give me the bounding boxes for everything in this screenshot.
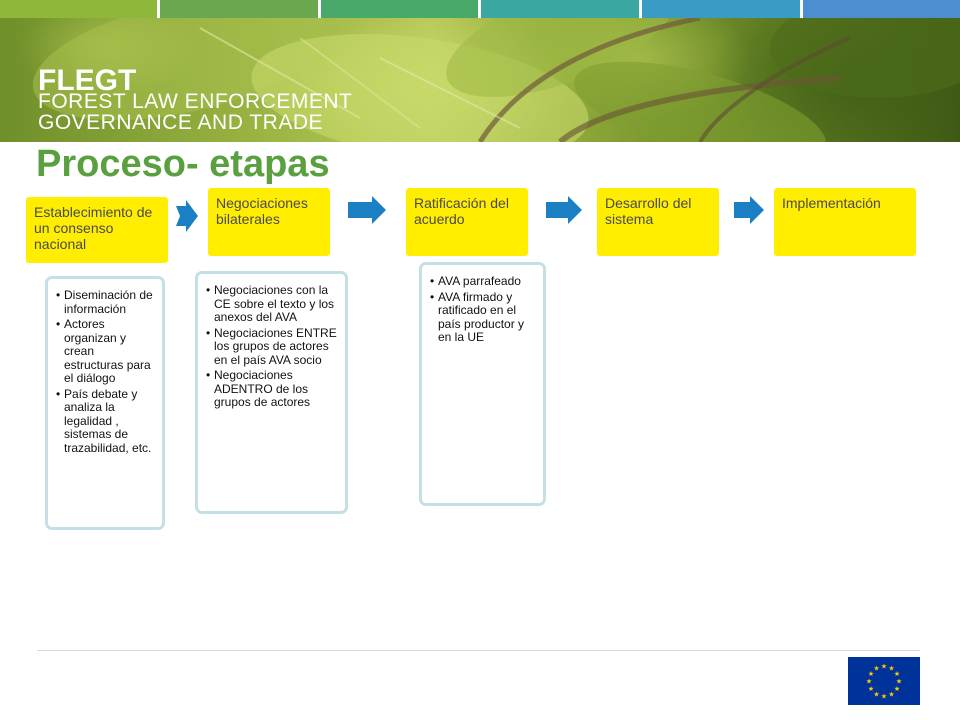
detail-box-negociaciones: Negociaciones con la CE sobre el texto y… <box>195 271 348 514</box>
eu-star-icon: ★ <box>888 691 894 699</box>
strip-segment <box>321 0 478 18</box>
page-title: Proceso- etapas <box>36 143 330 185</box>
footer-divider <box>37 650 920 651</box>
stage-box-desarrollo: Desarrollo del sistema <box>597 188 719 256</box>
eu-star-icon: ★ <box>873 691 879 699</box>
detail-item: Negociaciones ADENTRO de los grupos de a… <box>206 368 339 410</box>
detail-list: Diseminación de información Actores orga… <box>56 288 156 456</box>
stage-label: Implementación <box>782 195 881 211</box>
logo-title: FLEGT <box>38 64 137 97</box>
logo-subtitle-line2: GOVERNANCE AND TRADE <box>38 111 323 134</box>
eu-star-icon: ★ <box>888 665 894 673</box>
detail-list: Negociaciones con la CE sobre el texto y… <box>206 283 339 410</box>
stage-box-consenso: Establecimiento de un consenso nacional <box>26 197 168 263</box>
strip-segment <box>642 0 800 18</box>
detail-item: Diseminación de información <box>56 288 156 316</box>
leaves-illustration <box>32 18 960 142</box>
eu-star-icon: ★ <box>896 678 902 686</box>
header-banner: FLEGT FOREST LAW ENFORCEMENT GOVERNANCE … <box>0 18 960 142</box>
eu-flag-icon: ★★★★★★★★★★★★ <box>848 657 920 705</box>
detail-item: AVA firmado y ratificado en el país prod… <box>430 290 537 345</box>
eu-star-icon: ★ <box>894 670 900 678</box>
stage-label: Desarrollo del sistema <box>605 195 692 227</box>
detail-item: Negociaciones ENTRE los grupos de actore… <box>206 326 339 368</box>
strip-segment <box>0 0 157 18</box>
detail-box-consenso: Diseminación de información Actores orga… <box>45 276 165 530</box>
stage-box-negociaciones: Negociaciones bilaterales <box>208 188 330 256</box>
right-arrow-icon <box>546 196 582 224</box>
strip-segment <box>481 0 639 18</box>
strip-segment <box>160 0 318 18</box>
top-color-strip <box>0 0 960 18</box>
eu-star-icon: ★ <box>894 685 900 693</box>
eu-star-icon: ★ <box>868 685 874 693</box>
detail-item: AVA parrafeado <box>430 274 537 289</box>
right-arrow-icon <box>176 200 198 232</box>
eu-star-icon: ★ <box>866 678 872 686</box>
stage-label: Ratificación del acuerdo <box>414 195 509 227</box>
eu-star-icon: ★ <box>881 693 887 701</box>
detail-list: AVA parrafeado AVA firmado y ratificado … <box>430 274 537 345</box>
detail-item: Actores organizan y crean estructuras pa… <box>56 317 156 386</box>
stage-label: Establecimiento de un consenso nacional <box>34 204 153 252</box>
eu-star-icon: ★ <box>868 670 874 678</box>
strip-segment <box>803 0 960 18</box>
eu-star-icon: ★ <box>873 665 879 673</box>
stage-label: Negociaciones bilaterales <box>216 195 308 227</box>
right-arrow-icon <box>348 196 386 224</box>
detail-item: País debate y analiza la legalidad , sis… <box>56 387 156 456</box>
detail-box-ratificacion: AVA parrafeado AVA firmado y ratificado … <box>419 262 546 506</box>
eu-star-icon: ★ <box>881 663 887 671</box>
detail-item: Negociaciones con la CE sobre el texto y… <box>206 283 339 325</box>
stage-box-implementacion: Implementación <box>774 188 916 256</box>
stage-box-ratificacion: Ratificación del acuerdo <box>406 188 528 256</box>
logo-subtitle-line1: FOREST LAW ENFORCEMENT <box>38 90 353 113</box>
right-arrow-icon <box>734 196 764 224</box>
